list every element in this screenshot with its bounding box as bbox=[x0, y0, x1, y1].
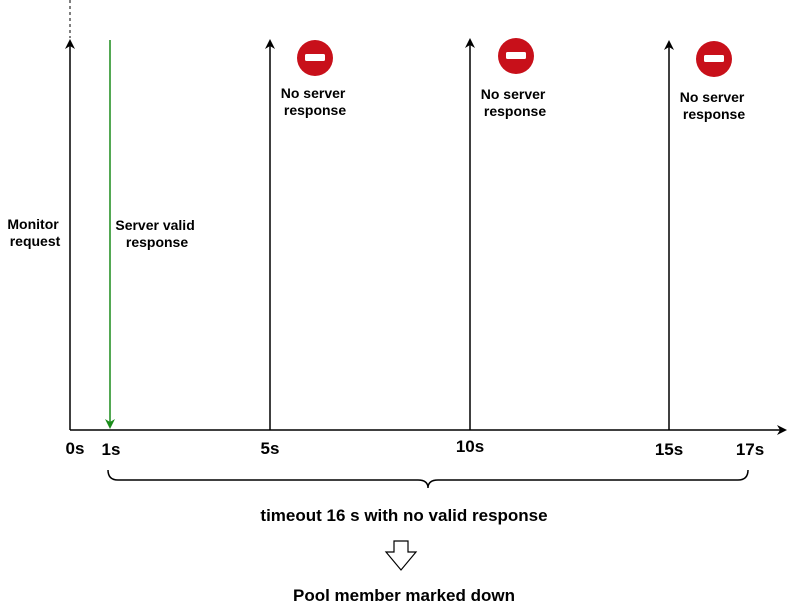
no-server-response-label-10s: No server response bbox=[481, 86, 549, 119]
no-entry-icon bbox=[297, 40, 333, 76]
timeout-brace bbox=[107, 469, 749, 489]
monitor-request-label: Monitor request bbox=[7, 216, 62, 249]
timeout-text: timeout 16 s with no valid response bbox=[260, 506, 547, 525]
no-server-response-label-5s: No server response bbox=[281, 85, 349, 118]
tick-label: 5s bbox=[261, 439, 280, 458]
tick-label: 0s bbox=[66, 439, 85, 458]
tick-label: 10s bbox=[456, 437, 484, 456]
server-valid-response-label: Server valid response bbox=[115, 217, 198, 250]
tick-label: 17s bbox=[736, 440, 764, 459]
tick-label: 1s bbox=[102, 440, 121, 459]
tick-label: 15s bbox=[655, 440, 683, 459]
no-entry-icon bbox=[498, 38, 534, 74]
no-entry-icon bbox=[696, 41, 732, 77]
result-text: Pool member marked down bbox=[293, 586, 515, 605]
no-server-response-label-15s: No server response bbox=[680, 89, 748, 122]
down-arrow-icon bbox=[384, 540, 418, 571]
